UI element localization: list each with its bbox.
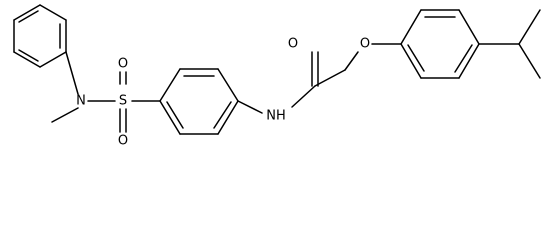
bond-double-inner — [18, 49, 39, 62]
bond-double-inner — [18, 10, 39, 23]
bond-double-inner — [213, 101, 232, 129]
bond — [217, 68, 239, 102]
bond — [65, 51, 79, 95]
atom-n-sulfonamide: N — [76, 94, 86, 109]
bond — [400, 9, 422, 45]
phenylene-ring-center — [159, 68, 239, 135]
bond-double-inner — [454, 44, 473, 73]
atom-o-carbonyl: O — [288, 37, 298, 52]
bond-ch-methyl — [518, 9, 541, 45]
bond — [39, 4, 67, 21]
bond — [217, 100, 239, 135]
bond-c-ch2 — [314, 69, 346, 87]
bond — [159, 100, 181, 135]
structure-canvas: O N S O NH O O — [13, 4, 541, 149]
bond-double-inner — [407, 44, 425, 72]
bond-ch-methyl — [518, 43, 541, 79]
bond-ring-nh — [237, 100, 263, 114]
amide-bonds — [237, 43, 402, 114]
bond — [458, 9, 480, 45]
bond — [13, 4, 41, 21]
bond — [13, 51, 41, 68]
bond — [39, 51, 67, 68]
bond-nh-carbonyl — [291, 85, 316, 108]
bond — [159, 68, 181, 102]
sulfonamide-bonds — [51, 51, 161, 133]
atom-o-ether: O — [360, 37, 370, 52]
bond — [458, 43, 480, 79]
bond-n-methyl — [51, 107, 79, 123]
molecule-structure: O N S O NH O O — [13, 4, 541, 149]
bond — [400, 43, 422, 79]
isopropyl-group — [478, 9, 541, 79]
bond-ch2-o — [344, 51, 359, 71]
phenylene-ring-right — [400, 9, 480, 79]
phenyl-ring-left — [13, 4, 67, 68]
atom-o-sulfonyl-bottom: O — [118, 134, 128, 149]
atom-s: S — [119, 94, 127, 109]
atom-o-sulfonyl-top: O — [118, 57, 128, 72]
bond-double-inner — [166, 101, 184, 129]
atom-nh-amide: NH — [266, 109, 286, 124]
